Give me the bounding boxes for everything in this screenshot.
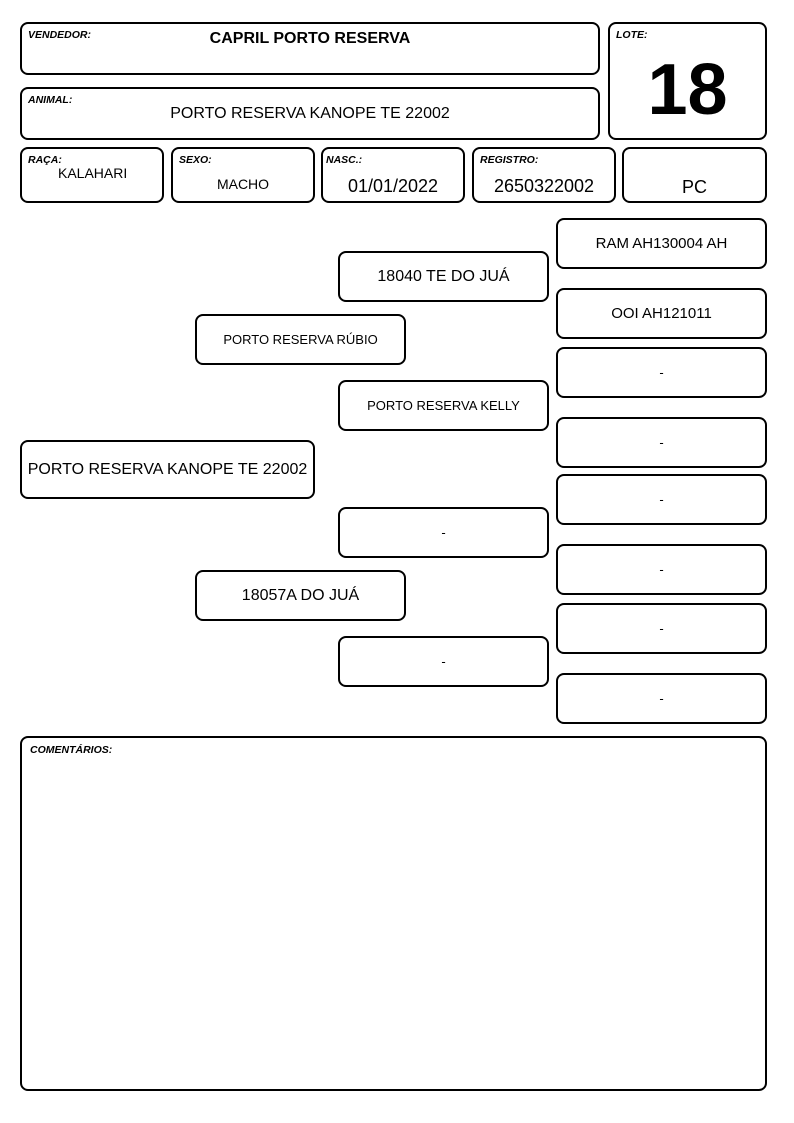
pedigree-dam-dam: - bbox=[338, 636, 549, 687]
breed-label: RAÇA: bbox=[28, 154, 62, 166]
vendor-value: CAPRIL PORTO RESERVA bbox=[209, 30, 411, 47]
vendor-label: VENDEDOR: bbox=[28, 29, 92, 41]
pedigree-dam: 18057A DO JUÁ bbox=[195, 570, 406, 621]
pedigree-dam-name: 18057A DO JUÁ bbox=[241, 586, 360, 604]
pedigree-dam-sire: - bbox=[338, 507, 549, 558]
breed-value: KALAHARI bbox=[58, 165, 128, 181]
sex-value: MACHO bbox=[216, 176, 270, 192]
pedigree-ggp-3-name: - bbox=[659, 365, 664, 380]
sex-box: SEXO: MACHO bbox=[171, 147, 315, 203]
sex-label: SEXO: bbox=[179, 154, 212, 166]
pedigree-ggp-8-name: - bbox=[659, 691, 664, 706]
comments-label: COMENTÁRIOS: bbox=[30, 744, 113, 756]
pedigree-ggp-6: - bbox=[556, 544, 767, 595]
pedigree-sire-dam-name: PORTO RESERVA KELLY bbox=[367, 398, 520, 413]
lot-label: LOTE: bbox=[616, 29, 648, 41]
pedigree-dam-sire-name: - bbox=[441, 525, 446, 540]
animal-label: ANIMAL: bbox=[28, 94, 73, 106]
breed-box: RAÇA: KALAHARI bbox=[20, 147, 164, 203]
pedigree-ggp-3: - bbox=[556, 347, 767, 398]
animal-name: PORTO RESERVA KANOPE TE 22002 bbox=[170, 105, 450, 122]
pedigree-ggp-1-name: RAM AH130004 AH bbox=[595, 235, 728, 252]
vendor-box: VENDEDOR: CAPRIL PORTO RESERVA bbox=[20, 22, 600, 75]
pedigree-ggp-2: OOI AH121011 bbox=[556, 288, 767, 339]
pedigree-ggp-4: - bbox=[556, 417, 767, 468]
pedigree-sire: PORTO RESERVA RÚBIO bbox=[195, 314, 406, 365]
pedigree-ggp-5: - bbox=[556, 474, 767, 525]
registry-label: REGISTRO: bbox=[480, 154, 539, 166]
pedigree-ggp-4-name: - bbox=[659, 435, 664, 450]
pedigree-ggp-7-name: - bbox=[659, 621, 664, 636]
pedigree-ggp-7: - bbox=[556, 603, 767, 654]
pedigree-dam-dam-name: - bbox=[441, 654, 446, 669]
pedigree-sire-dam: PORTO RESERVA KELLY bbox=[338, 380, 549, 431]
pedigree-sire-sire: 18040 TE DO JUÁ bbox=[338, 251, 549, 302]
birth-value: 01/01/2022 bbox=[347, 176, 439, 196]
pedigree-animal: PORTO RESERVA KANOPE TE 22002 bbox=[20, 440, 315, 499]
pedigree-ggp-1: RAM AH130004 AH bbox=[556, 218, 767, 269]
pedigree-animal-name: PORTO RESERVA KANOPE TE 22002 bbox=[27, 460, 308, 478]
comments-box[interactable]: COMENTÁRIOS: bbox=[20, 736, 767, 1091]
animal-box: ANIMAL: PORTO RESERVA KANOPE TE 22002 bbox=[20, 87, 600, 140]
comments-text[interactable] bbox=[30, 762, 757, 1081]
pedigree-ggp-6-name: - bbox=[659, 562, 664, 577]
pedigree-sire-name: PORTO RESERVA RÚBIO bbox=[223, 332, 378, 347]
birth-label: NASC.: bbox=[326, 154, 363, 166]
pedigree-ggp-8: - bbox=[556, 673, 767, 724]
pedigree-sire-sire-name: 18040 TE DO JUÁ bbox=[377, 267, 510, 285]
birth-box: NASC.: 01/01/2022 bbox=[321, 147, 465, 203]
category-box: PC bbox=[622, 147, 767, 203]
registry-box: REGISTRO: 2650322002 bbox=[472, 147, 616, 203]
pedigree-ggp-5-name: - bbox=[659, 492, 664, 507]
pedigree-ggp-2-name: OOI AH121011 bbox=[611, 305, 712, 322]
registry-value: 2650322002 bbox=[493, 176, 595, 196]
lot-number: 18 bbox=[647, 50, 728, 130]
lot-box: LOTE: 18 bbox=[608, 22, 767, 140]
category-value: PC bbox=[681, 177, 707, 197]
